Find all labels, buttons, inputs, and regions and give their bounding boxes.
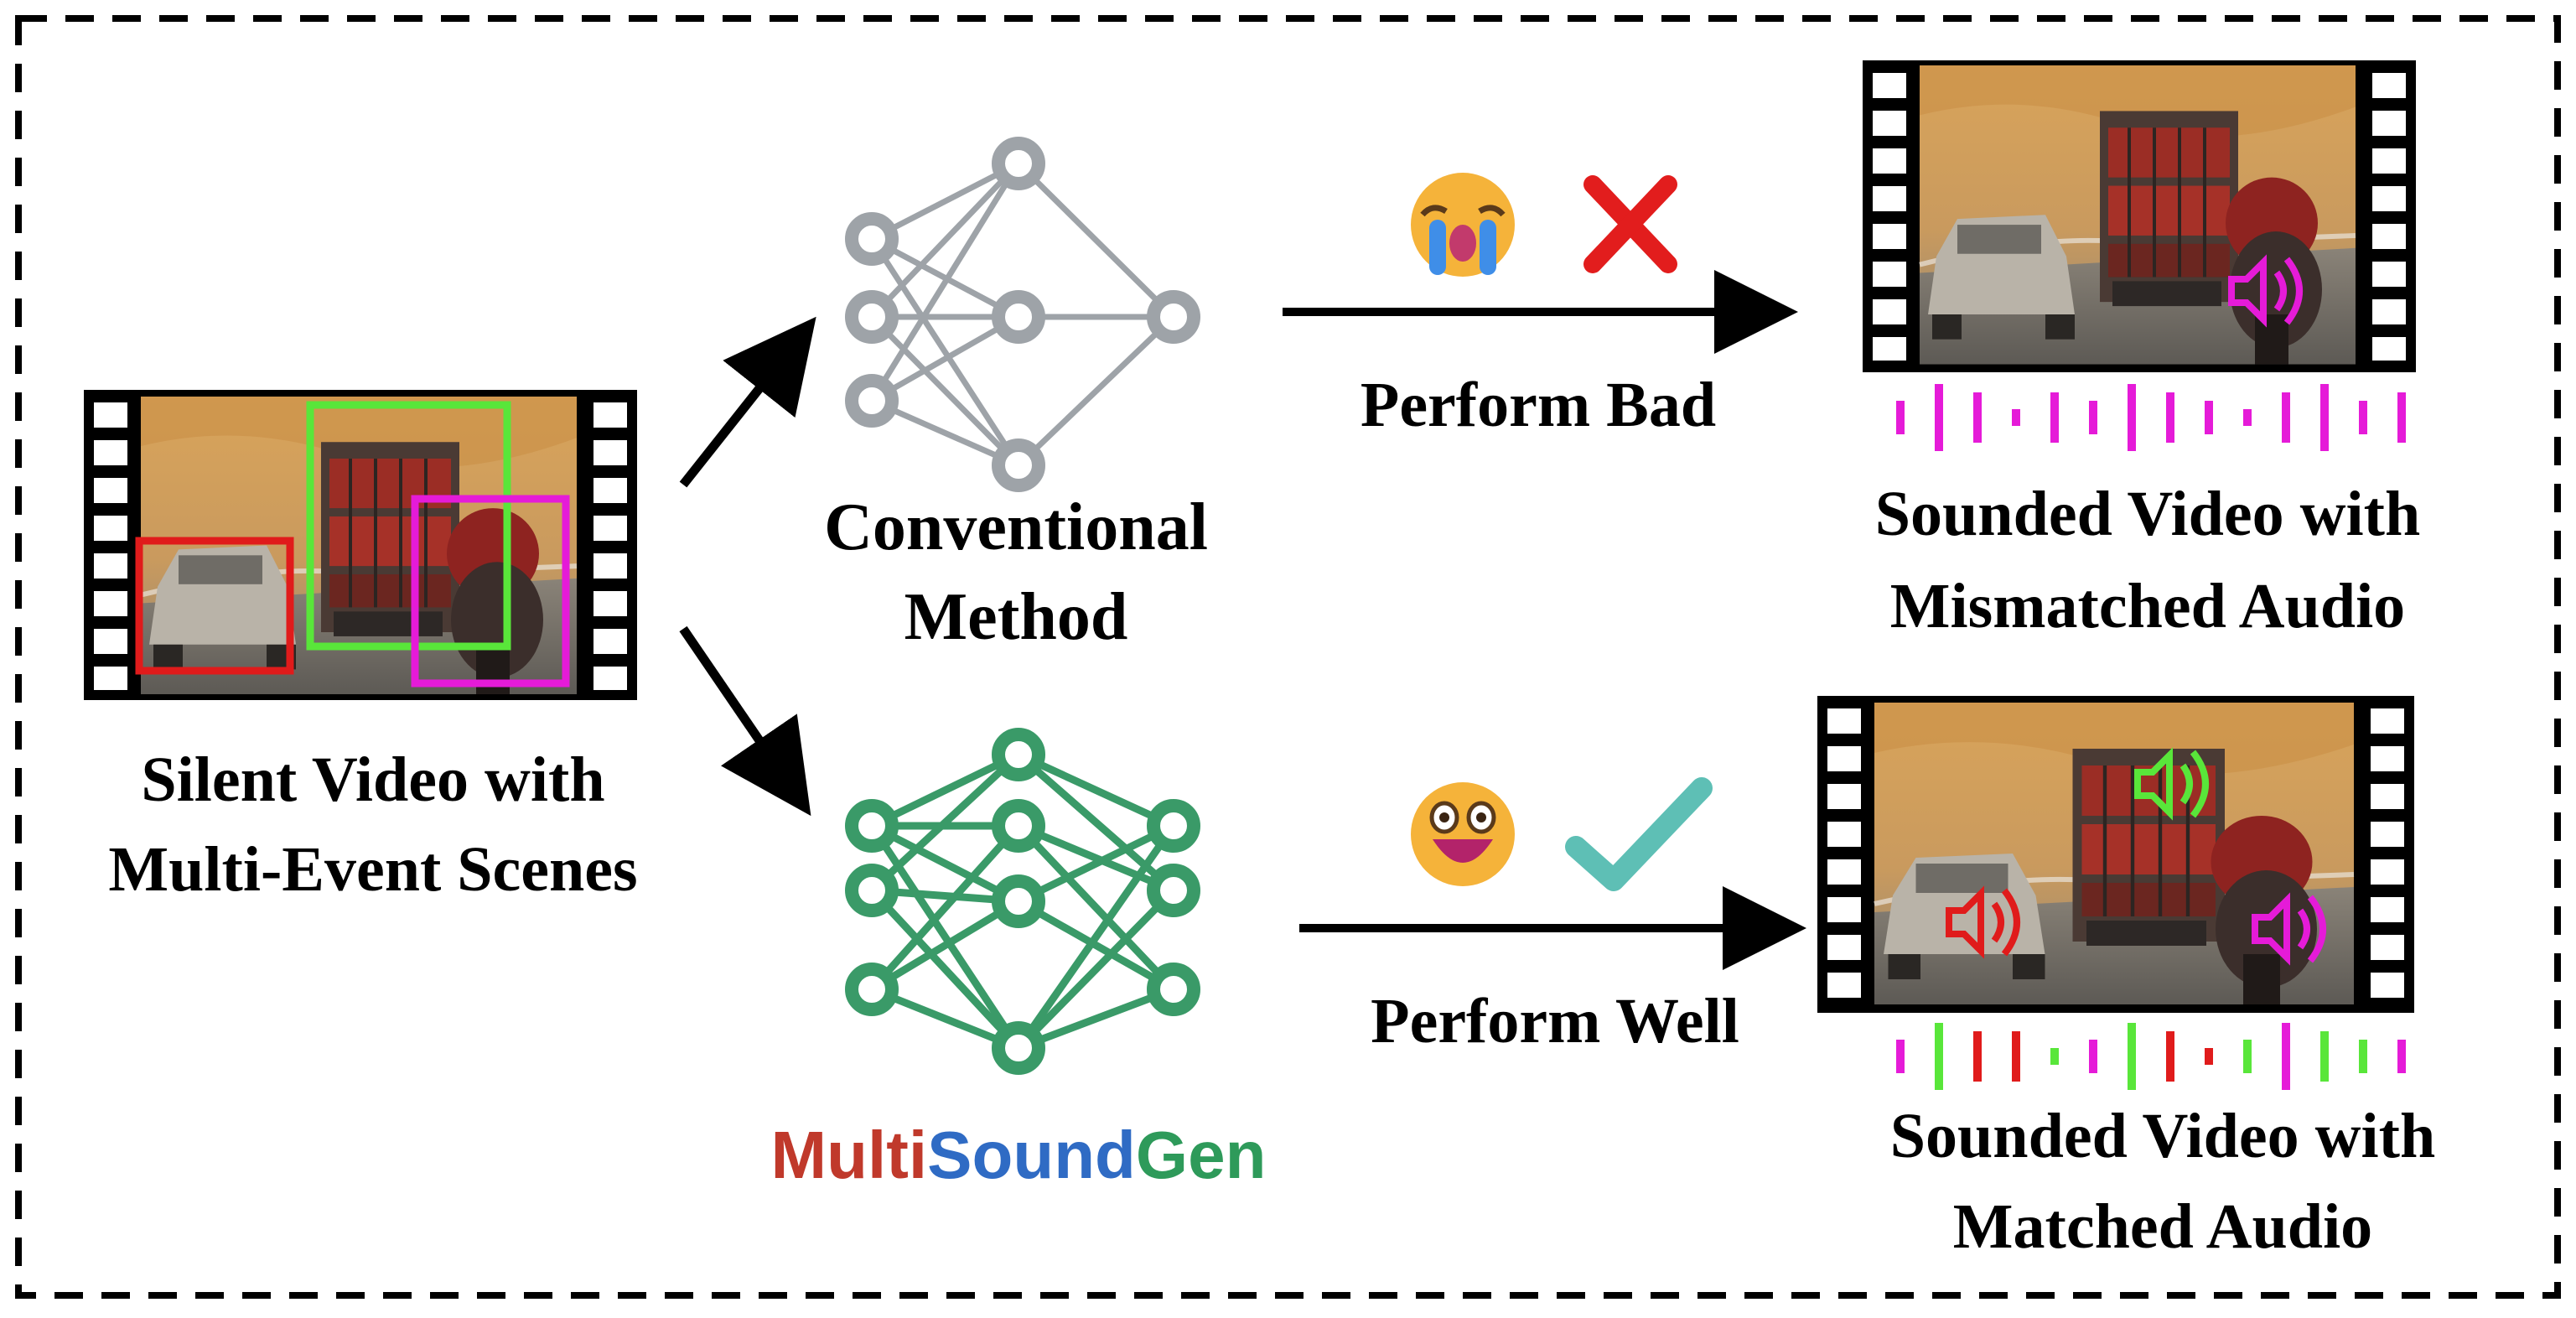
cross-mark-icon [1583, 175, 1677, 273]
arrow-to-conventional [679, 316, 816, 488]
truck-bbox [306, 401, 511, 651]
matched-caption-line2: Matched Audio [1953, 1191, 2372, 1262]
perform-bad-label: Perform Bad [1361, 370, 1716, 440]
input-video-frame [84, 390, 637, 700]
mismatched-caption-line1: Sounded Video with [1875, 479, 2420, 549]
input-caption-line1: Silent Video with [141, 745, 604, 815]
speaker-icon-motorbike [2252, 892, 2326, 966]
conventional-network-icon [845, 137, 1200, 492]
speaker-icon-motorbike-mismatched [2228, 254, 2303, 328]
multisoundgen-logo: MultiSoundGen [770, 1118, 1266, 1192]
mismatched-output-video-frame [1863, 60, 2416, 372]
matched-audio-waveform [1896, 1023, 2406, 1090]
car-bbox [135, 537, 294, 675]
grinning-face-icon [1411, 782, 1515, 886]
check-mark-icon [1565, 777, 1713, 891]
multisoundgen-network-icon [845, 728, 1200, 1075]
mismatched-audio-waveform [1896, 384, 2406, 451]
input-caption-line2: Multi-Event Scenes [108, 834, 637, 905]
matched-output-video-frame [1817, 696, 2414, 1013]
brand-part-sound: Sound [927, 1118, 1136, 1192]
brand-part-multi: Multi [770, 1118, 927, 1192]
speaker-icon-car [1946, 885, 2020, 959]
motorbike-bbox [411, 495, 570, 688]
conventional-label-line2: Method [904, 580, 1128, 654]
mismatched-caption-line2: Mismatched Audio [1890, 571, 2405, 641]
conventional-label-line1: Conventional [824, 490, 1208, 564]
crying-face-icon [1411, 173, 1515, 277]
speaker-icon-truck [2134, 747, 2209, 821]
brand-part-gen: Gen [1136, 1118, 1267, 1192]
outer-dashed-border [15, 15, 2561, 1299]
arrow-to-proposed [679, 625, 811, 817]
perform-well-label: Perform Well [1371, 986, 1739, 1056]
matched-caption-line1: Sounded Video with [1890, 1101, 2435, 1171]
